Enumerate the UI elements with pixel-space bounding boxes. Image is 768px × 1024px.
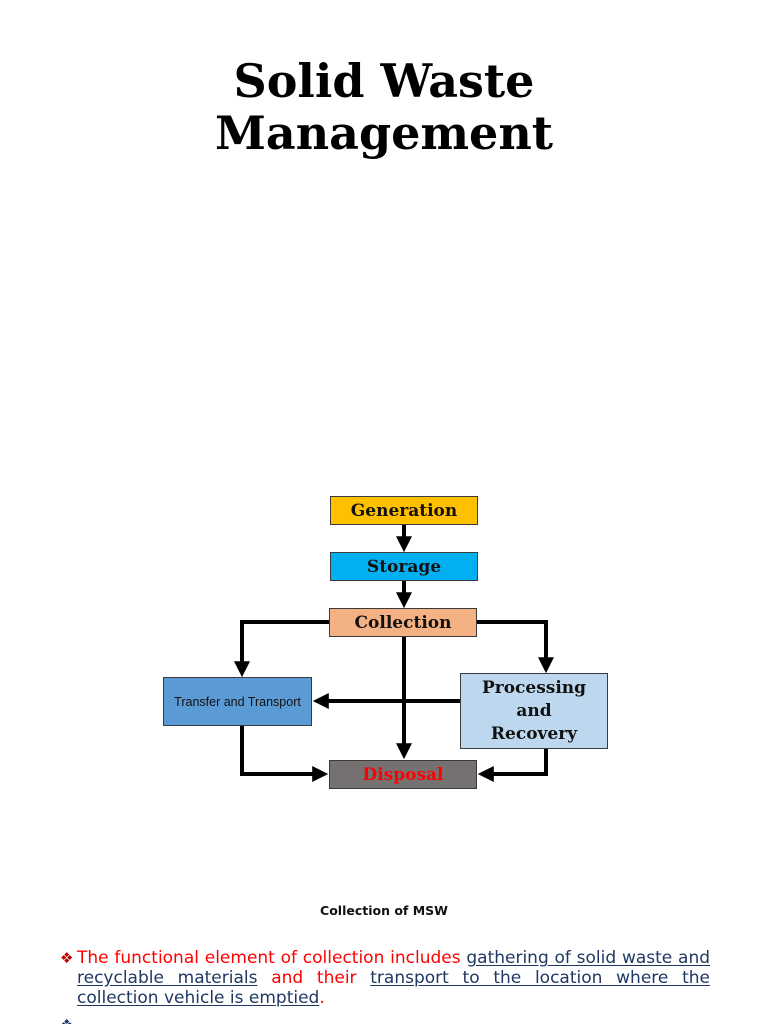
arrow-collection-processing [477,620,554,674]
diamond-bullet-icon: ❖ [60,949,74,967]
disposal-label: Disposal [362,764,444,785]
storage-label: Storage [366,556,442,577]
disposal-box: Disposal [329,760,477,789]
storage-box: Storage [330,552,478,581]
arrow-transfer-disposal [240,726,329,782]
bullet-text-part-1: The functional element of collection inc… [77,948,467,968]
transfer-transport-box: Transfer and Transport [163,677,312,726]
arrow-processing-disposal [477,749,548,782]
processing-recovery-box: Processing and Recovery [460,673,608,749]
processing-label-line-3: Recovery [490,723,578,744]
page-title: Solid Waste Management [0,55,768,159]
bullet-paragraph-2: ❖ [60,1016,710,1024]
generation-label: Generation [350,500,458,521]
title-line-1: Solid Waste [233,54,535,108]
section-caption: Collection of MSW [320,903,448,918]
bullet-text-part-2: and their [257,968,371,988]
generation-box: Generation [330,496,478,525]
diamond-bullet-icon-2: ❖ [60,1016,73,1024]
collection-box: Collection [329,608,477,637]
transfer-transport-label: Transfer and Transport [174,694,301,709]
collection-label: Collection [354,612,452,633]
processing-label-line-1: Processing [481,677,587,698]
highlight-gathering: gathering of solid waste and recyclable … [77,948,711,988]
bullet-text-part-3: . [319,988,325,1008]
title-line-2: Management [214,106,554,160]
bullet-paragraph: ❖ The functional element of collection i… [60,948,710,1008]
bullet-text: The functional element of collection inc… [77,948,710,1008]
highlight-transport: transport to the location where the coll… [77,968,710,1008]
arrow-collection-transfer [234,620,329,678]
processing-label-line-2: and [516,700,552,721]
